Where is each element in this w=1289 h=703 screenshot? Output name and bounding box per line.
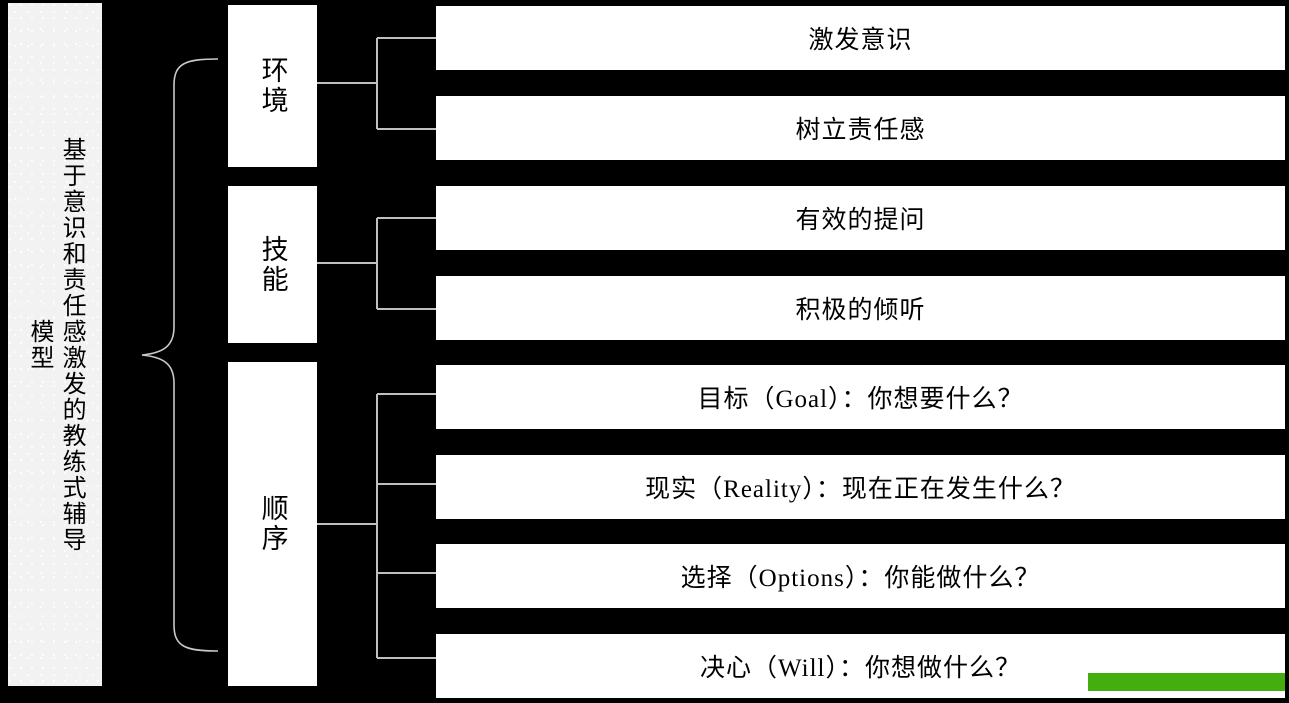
leaf-box-3[interactable]: 有效的提问 <box>436 186 1285 250</box>
leaf-box-4[interactable]: 积极的倾听 <box>436 276 1285 340</box>
leaf-label: 激发意识 <box>808 27 913 54</box>
diagram-title-box: 基于意识和责任感激发的教练式辅导模型 <box>8 3 102 686</box>
leaf-label: 有效的提问 <box>795 207 926 234</box>
leaf-box-7[interactable]: 选择（Options）：你能做什么？ <box>436 544 1285 608</box>
category-box-skills[interactable]: 技能 <box>228 186 317 343</box>
green-accent-bar <box>1088 673 1285 691</box>
leaf-box-1[interactable]: 激发意识 <box>436 6 1285 70</box>
category-label: 顺序 <box>257 494 288 554</box>
leaf-label: 决心（Will）：你想做什么？ <box>700 655 1021 682</box>
page-title: 基于意识和责任感激发的教练式辅导模型 <box>26 136 85 553</box>
category-box-environment[interactable]: 环境 <box>228 5 317 167</box>
curly-brace-icon <box>140 55 222 655</box>
category-label: 环境 <box>257 56 288 116</box>
leaf-label: 树立责任感 <box>795 117 926 144</box>
leaf-label: 选择（Options）：你能做什么？ <box>680 565 1041 592</box>
category-box-sequence[interactable]: 顺序 <box>228 362 317 686</box>
leaf-label: 积极的倾听 <box>795 297 926 324</box>
leaf-box-2[interactable]: 树立责任感 <box>436 96 1285 160</box>
leaf-box-6[interactable]: 现实（Reality）：现在正在发生什么？ <box>436 455 1285 519</box>
category-label: 技能 <box>257 234 288 295</box>
leaf-label: 现实（Reality）：现在正在发生什么？ <box>645 476 1076 503</box>
leaf-label: 目标（Goal）：你想要什么？ <box>697 386 1024 413</box>
leaf-box-5[interactable]: 目标（Goal）：你想要什么？ <box>436 365 1285 429</box>
